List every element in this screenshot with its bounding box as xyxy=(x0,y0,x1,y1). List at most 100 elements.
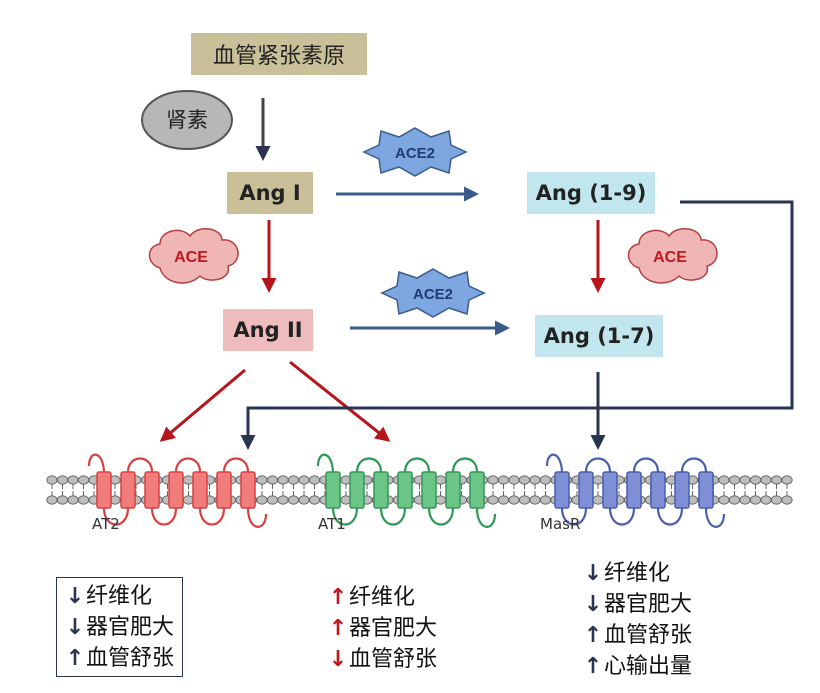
lipid-head xyxy=(529,495,541,505)
at1-effects-list: ↑纤维化 ↑器官肥大 ↓血管舒张 xyxy=(328,582,437,675)
effect-text: 器官肥大 xyxy=(349,616,438,641)
effect-row: ↓纤维化 xyxy=(583,558,692,589)
lipid-head xyxy=(592,475,604,485)
masr-effects-list: ↓纤维化 ↓器官肥大 ↑血管舒张 ↑心输出量 xyxy=(583,558,692,682)
lipid-head xyxy=(739,495,751,505)
lipid-head xyxy=(781,475,793,485)
effect-text: 器官肥大 xyxy=(86,615,175,640)
increase-arrow-icon: ↑ xyxy=(65,646,85,671)
ang-ii-node: Ang II xyxy=(223,309,313,351)
lipid-head xyxy=(539,495,552,505)
transmembrane-helix xyxy=(240,471,256,509)
effect-row: ↑心输出量 xyxy=(583,651,692,682)
effect-row: ↓纤维化 xyxy=(65,581,174,612)
lipid-head xyxy=(287,495,300,505)
lipid-head xyxy=(434,495,447,505)
effect-text: 纤维化 xyxy=(604,561,671,586)
lipid-head xyxy=(497,495,510,505)
angiotensinogen-node: 血管紧张素原 xyxy=(191,33,367,75)
increase-arrow-icon: ↑ xyxy=(583,654,603,679)
lipid-head xyxy=(760,475,772,485)
ang-i-node: Ang I xyxy=(227,172,313,214)
ace-label-right: ACE xyxy=(653,249,687,266)
effect-text: 血管舒张 xyxy=(86,646,175,671)
transmembrane-helix xyxy=(602,471,618,509)
ang-1-9-node: Ang (1-9) xyxy=(527,172,655,214)
masr-receptor-label: MasR xyxy=(540,515,580,533)
transmembrane-helix xyxy=(650,471,666,509)
lipid-head xyxy=(487,495,499,505)
lipid-head xyxy=(46,495,58,505)
lipid-head xyxy=(308,475,321,485)
decrease-arrow-icon: ↓ xyxy=(65,615,85,640)
masr-receptor xyxy=(545,453,726,528)
transmembrane-helix xyxy=(674,471,690,509)
ace-cloud-right xyxy=(627,228,718,284)
decrease-arrow-icon: ↓ xyxy=(583,561,603,586)
transmembrane-helix xyxy=(168,471,184,509)
lipid-head xyxy=(760,495,772,505)
lipid-head xyxy=(518,475,531,485)
lipid-head xyxy=(770,475,783,485)
transmembrane-helix xyxy=(698,471,714,509)
lipid-head xyxy=(308,495,321,505)
lipid-head xyxy=(67,475,79,485)
transmembrane-helix xyxy=(578,471,594,509)
lipid-head xyxy=(77,495,90,505)
increase-arrow-icon: ↑ xyxy=(328,585,348,610)
effect-text: 纤维化 xyxy=(86,584,153,609)
lipid-head xyxy=(277,495,289,505)
transmembrane-helix xyxy=(421,471,437,509)
decrease-arrow-icon: ↓ xyxy=(328,647,348,672)
lipid-head xyxy=(67,495,79,505)
transmembrane-helix xyxy=(216,471,232,509)
lipid-head xyxy=(728,495,741,505)
ace2-star-bottom xyxy=(380,268,486,318)
transmembrane-helix xyxy=(349,471,365,509)
lipid-head xyxy=(508,495,520,505)
effect-row: ↑器官肥大 xyxy=(328,613,437,644)
effect-text: 纤维化 xyxy=(349,585,416,610)
arrow-ang-ii-to-at1 xyxy=(289,360,391,442)
lipid-head xyxy=(592,495,604,505)
transmembrane-helix xyxy=(445,471,461,509)
lipid-head xyxy=(298,475,310,485)
lipid-head xyxy=(749,475,762,485)
ace-cloud-left xyxy=(148,228,239,284)
ace-label-left: ACE xyxy=(174,249,208,266)
at1-receptor xyxy=(316,453,497,528)
lipid-head xyxy=(56,495,69,505)
lipid-head xyxy=(287,475,300,485)
transmembrane-helix xyxy=(554,471,570,509)
effect-row: ↓器官肥大 xyxy=(583,589,692,620)
lipid-head xyxy=(277,475,289,485)
at1-receptor-label: AT1 xyxy=(318,515,346,533)
effect-row: ↑血管舒张 xyxy=(65,643,174,674)
lipid-head xyxy=(781,495,793,505)
lipid-head xyxy=(718,495,730,505)
lipid-head xyxy=(182,475,195,485)
lipid-head xyxy=(529,475,541,485)
decrease-arrow-icon: ↓ xyxy=(583,592,603,617)
effect-text: 血管舒张 xyxy=(349,647,438,672)
lipid-head xyxy=(718,475,730,485)
lipid-head xyxy=(434,475,447,485)
ace2-label-bottom: ACE2 xyxy=(413,286,453,303)
lipid-head xyxy=(77,475,90,485)
arrow-ang-1-9-to-at2 xyxy=(240,200,794,450)
ace2-label-top: ACE2 xyxy=(395,145,435,162)
ace2-star-top xyxy=(362,127,468,177)
lipid-head xyxy=(56,475,69,485)
transmembrane-helix xyxy=(325,471,341,509)
transmembrane-helix xyxy=(626,471,642,509)
effect-row: ↑血管舒张 xyxy=(583,620,692,651)
lipid-head xyxy=(266,475,279,485)
lipid-head xyxy=(749,495,762,505)
at2-receptor-label: AT2 xyxy=(92,515,120,533)
lipid-head xyxy=(298,495,310,505)
lipid-head xyxy=(182,495,195,505)
transmembrane-helix xyxy=(120,471,136,509)
increase-arrow-icon: ↑ xyxy=(328,616,348,641)
lipid-head xyxy=(46,475,58,485)
